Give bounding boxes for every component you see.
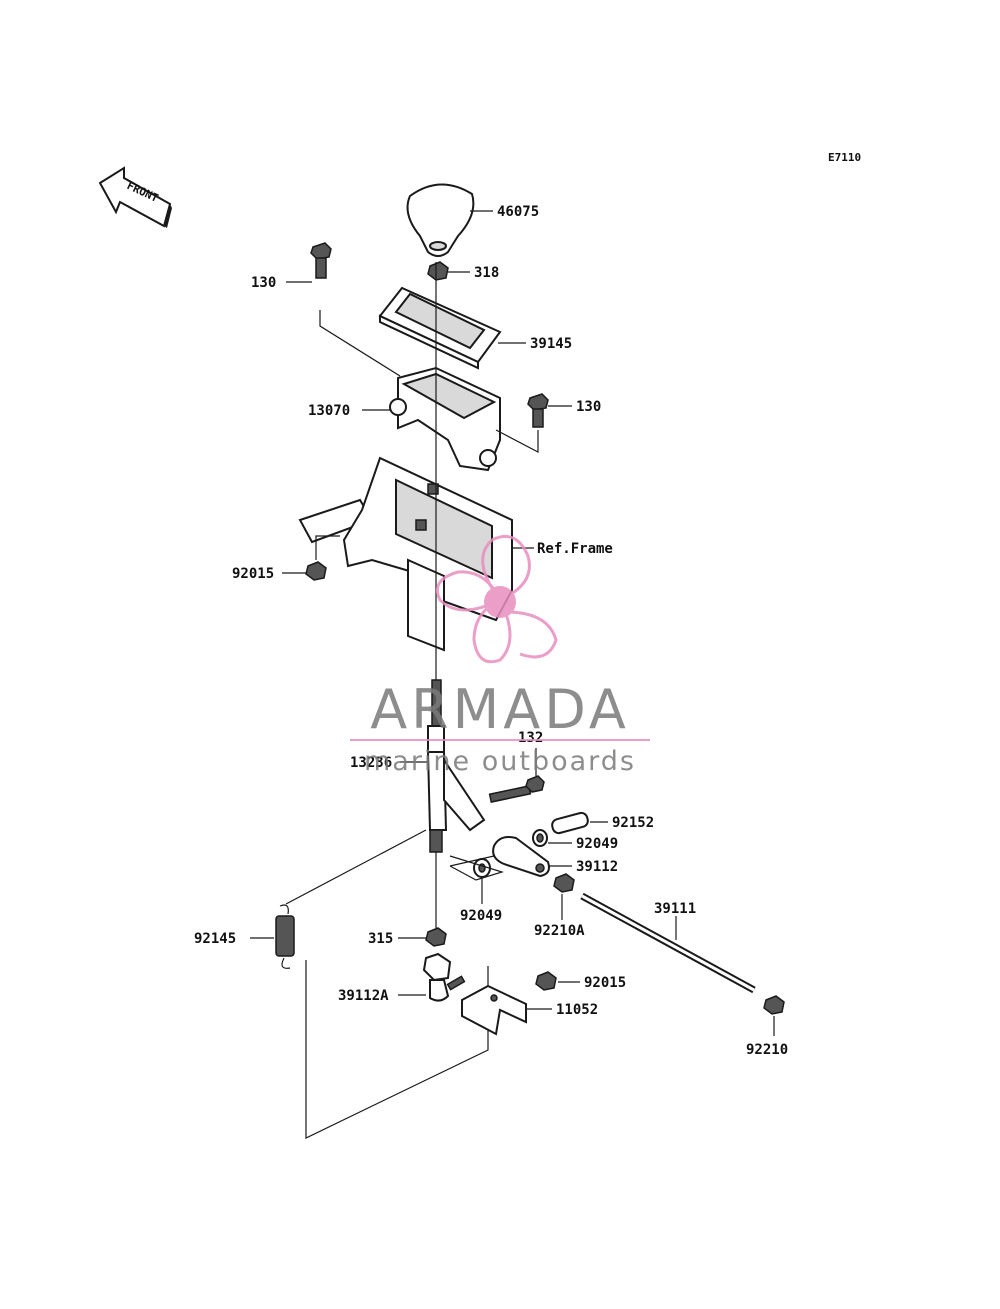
nut-315 [425,927,447,947]
bolt-132 [488,775,545,803]
nut-92210a [553,873,575,893]
front-direction-arrow: FRONT [98,166,172,228]
part-label-92015-lower: 92015 [584,975,626,991]
nut-92210 [763,995,785,1015]
part-label-92152: 92152 [612,815,654,831]
part-label-132: 132 [518,730,543,746]
ref-frame-label: Ref.Frame [537,541,613,557]
bolt-130-right [527,393,549,428]
part-label-46075: 46075 [497,204,539,220]
diagram-code: E7110 [828,151,861,164]
spring-hook-line-upper [285,829,427,905]
part-label-13236: 13236 [350,755,392,771]
watermark-tagline: marine outboards [364,746,636,777]
joint-39112 [492,836,550,878]
part-label-39112: 39112 [576,859,618,875]
part-label-92049-upper: 92049 [576,836,618,852]
part-label-39145: 39145 [530,336,572,352]
leader-130-left-to-console [319,310,401,377]
part-label-315: 315 [368,931,393,947]
shift-lever [426,679,486,853]
watermark-propeller-icon [435,535,558,664]
part-label-13070: 13070 [308,403,350,419]
part-label-130-left: 130 [251,275,276,291]
frame-bracket [298,456,513,652]
part-label-39111: 39111 [654,901,696,917]
nut-92015-lower [535,971,557,991]
watermark-brand: ARMADA [370,678,630,741]
leader-130-right-to-console [495,429,539,453]
bolt-130-left [310,242,332,279]
shift-knob [406,183,475,257]
shift-console [389,366,501,472]
part-label-92049-lower: 92049 [460,908,502,924]
spring-hook-line-lower [305,960,489,1139]
nut-318 [427,261,449,281]
shift-gate-cover [378,286,502,370]
part-label-92210: 92210 [746,1042,788,1058]
watermark-logo: ARMADA marine outboards [350,535,650,777]
guide-line-washer [449,855,505,881]
part-label-11052: 11052 [556,1002,598,1018]
part-label-39112a: 39112A [338,988,389,1004]
nut-92015-left [305,561,327,581]
shift-rod-39111 [580,892,756,994]
joint-39112a [422,952,466,1002]
part-label-130-right: 130 [576,399,601,415]
leader-92015-left-up [315,535,340,560]
part-label-92015-left: 92015 [232,566,274,582]
part-label-92145: 92145 [194,931,236,947]
pin-92152 [551,811,589,835]
part-label-318: 318 [474,265,499,281]
guide-line-joint [449,855,495,867]
part-label-92210a: 92210A [534,923,585,939]
bracket-11052 [461,984,527,1036]
spring-92145 [275,904,295,969]
